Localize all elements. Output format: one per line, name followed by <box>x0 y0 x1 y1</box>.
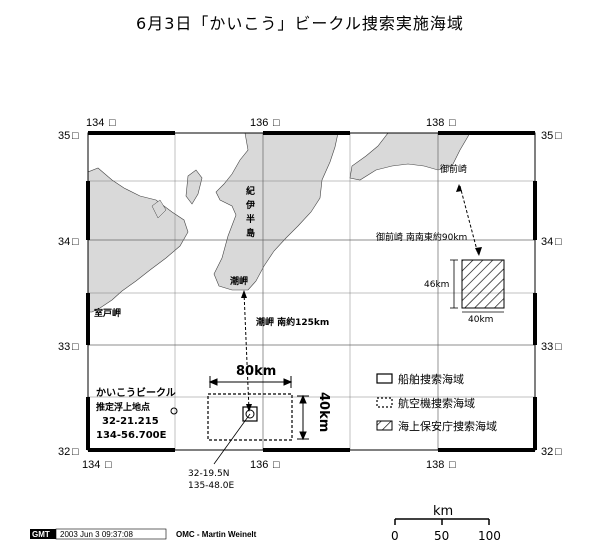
lat-label-35-left: 35 <box>58 130 70 142</box>
arrow-head-icon <box>241 290 247 298</box>
place-labels: 紀 伊 半 島 潮岬 室戸岬 御前崎 御前崎 南南東約90km 潮岬 南約125… <box>94 163 467 328</box>
bearing-line-omaezaki <box>459 185 479 255</box>
gmt-logo-text: GMT <box>32 530 50 539</box>
deg-mark: □ <box>72 130 79 142</box>
deg-mark: □ <box>273 459 280 471</box>
scale-unit: km <box>433 504 453 519</box>
footer-credit: OMC - Martin Weinelt <box>176 530 257 539</box>
map-frame <box>86 131 537 452</box>
legend-aircraft-label: 航空機捜索海域 <box>398 396 475 410</box>
search-height-label: 40km <box>316 392 331 432</box>
arrow-heads <box>241 184 482 412</box>
vehicle-info: かいこうビークル 推定浮上地点 32-21.215 134-56.700E <box>96 386 178 441</box>
search-width-label: 80km <box>236 364 276 379</box>
lon-label-136-top: 136 <box>250 117 268 129</box>
land-honshu-west <box>88 133 535 291</box>
map-title: 6月3日「かいこう」ビークル捜索実施海域 <box>136 14 464 33</box>
deg-mark: □ <box>105 459 112 471</box>
scale-label-50: 50 <box>434 529 449 543</box>
footer-timestamp: 2003 Jun 3 09:37:08 <box>60 530 134 539</box>
lat-label-34-left: 34 <box>58 236 70 248</box>
place-label-kii-1: 紀 <box>246 185 255 197</box>
arrow-head-icon <box>246 404 252 412</box>
position-lat: 32-19.5N <box>188 469 229 479</box>
lon-label-138-top: 138 <box>426 117 444 129</box>
lat-label-32-right: 32 <box>541 446 553 458</box>
aircraft-search-area <box>207 393 293 441</box>
vessel-search-area <box>242 406 258 422</box>
dimension-markers <box>208 376 309 441</box>
coast-guard-search-area: 46km 40km <box>424 259 505 325</box>
vehicle-lon: 134-56.700E <box>96 430 167 441</box>
graticule <box>88 133 535 450</box>
lat-labels: 35 □ 34 □ 33 □ 32 □ 35 □ 34 □ 33 □ 32 □ <box>58 130 562 458</box>
lon-label-136-bottom: 136 <box>250 459 268 471</box>
deg-mark: □ <box>72 446 79 458</box>
lat-label-33-left: 33 <box>58 341 70 353</box>
surfacing-point-icon <box>170 407 178 415</box>
lon-label-138-bottom: 138 <box>426 459 444 471</box>
land-islet <box>151 199 167 219</box>
lon-label-134-bottom: 134 <box>82 459 100 471</box>
legend-aircraft-swatch <box>376 397 393 408</box>
legend: 船舶捜索海域 航空機捜索海域 海上保安庁捜索海域 <box>376 372 497 433</box>
lon-labels: 134 □ 136 □ 138 □ 134 □ 136 □ 138 □ <box>82 117 456 471</box>
omaezaki-distance-note: 御前崎 南南東約90km <box>376 231 467 243</box>
kaiho-height-label: 46km <box>424 280 449 290</box>
place-label-kii-3: 半 <box>246 213 255 225</box>
lat-label-32-left: 32 <box>58 446 70 458</box>
deg-mark: □ <box>555 236 562 248</box>
lat-label-33-right: 33 <box>541 341 553 353</box>
scale-label-0: 0 <box>391 529 399 543</box>
position-pointer-line <box>213 413 251 465</box>
vehicle-name: かいこうビークル <box>96 386 176 399</box>
legend-vessel-swatch <box>376 373 393 384</box>
place-label-kii-4: 島 <box>246 227 255 239</box>
gmt-logo <box>30 529 56 539</box>
legend-vessel-label: 船舶捜索海域 <box>398 372 464 386</box>
footer: GMT 2003 Jun 3 09:37:08 OMC - Martin Wei… <box>30 528 257 540</box>
deg-mark: □ <box>109 117 116 129</box>
deg-mark: □ <box>555 130 562 142</box>
position-lon: 135-48.0E <box>188 481 234 491</box>
scale-label-100: 100 <box>478 529 501 543</box>
deg-mark: □ <box>555 446 562 458</box>
deg-mark: □ <box>449 459 456 471</box>
deg-mark: □ <box>449 117 456 129</box>
legend-coastguard-label: 海上保安庁捜索海域 <box>398 419 497 433</box>
deg-mark: □ <box>72 341 79 353</box>
place-label-omaezaki: 御前崎 <box>440 163 467 175</box>
deg-mark: □ <box>273 117 280 129</box>
deg-mark: □ <box>72 236 79 248</box>
legend-coastguard-swatch <box>376 420 393 431</box>
lon-label-134-top: 134 <box>86 117 104 129</box>
deg-mark: □ <box>555 341 562 353</box>
land-awaji <box>185 169 203 205</box>
place-label-kii-2: 伊 <box>245 199 255 211</box>
lat-label-35-right: 35 <box>541 130 553 142</box>
lat-label-34-right: 34 <box>541 236 553 248</box>
shionomisaki-distance-note: 潮岬 南約125km <box>256 316 329 328</box>
scale-bar: km 0 50 100 <box>391 504 501 543</box>
vehicle-surfacing-label: 推定浮上地点 <box>96 401 150 413</box>
bearing-lines <box>243 185 479 411</box>
arrow-head-icon <box>456 184 462 192</box>
place-label-shionomisaki: 潮岬 <box>230 275 248 287</box>
kaiho-width-label: 40km <box>468 315 493 325</box>
place-label-muroto: 室戸岬 <box>94 307 121 319</box>
arrow-head-icon <box>475 247 482 256</box>
vehicle-lat: 32-21.215 <box>102 416 159 427</box>
bearing-line-shionomisaki <box>243 291 250 411</box>
